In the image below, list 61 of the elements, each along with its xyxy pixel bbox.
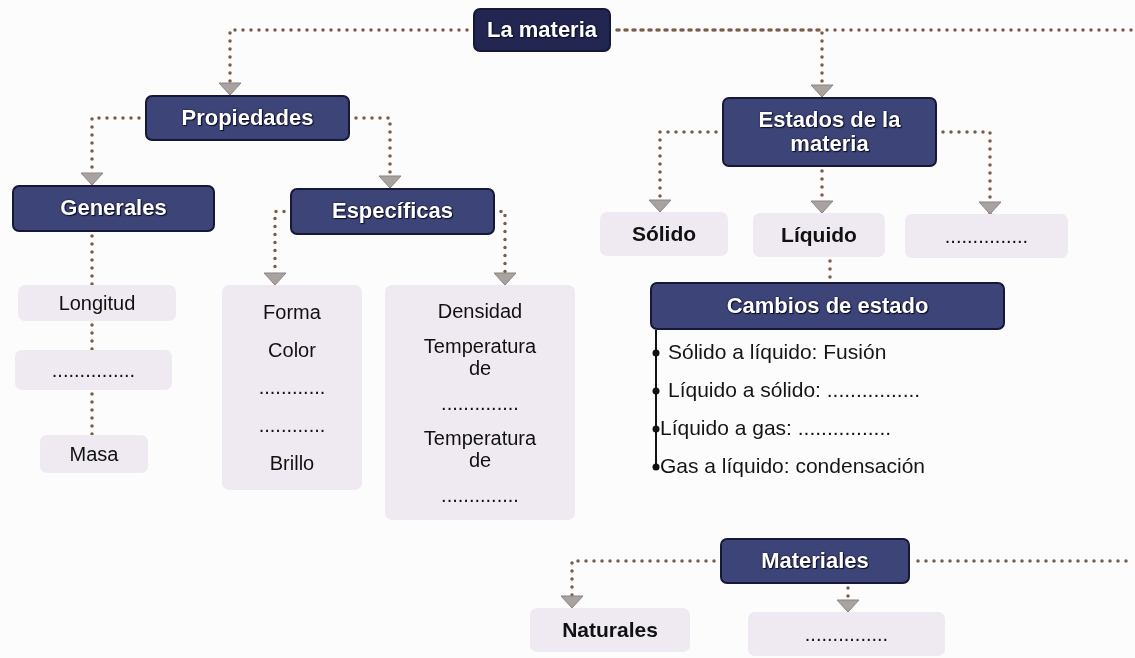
concept-box xyxy=(15,350,172,390)
node-text: Color xyxy=(268,338,316,361)
node-text: ............... xyxy=(804,623,889,645)
concept-box xyxy=(905,214,1068,258)
dotted-arrow xyxy=(941,130,1002,216)
node-text: Masa xyxy=(69,443,119,465)
node-text: ............... xyxy=(944,225,1029,247)
list-item: Gas a líquido: condensación xyxy=(660,454,925,478)
node-text: Forma xyxy=(263,300,321,323)
dotted-arrow xyxy=(836,586,860,614)
list-item: Líquido a sólido: ................ xyxy=(668,378,921,402)
concept-box xyxy=(530,608,690,652)
concept-box xyxy=(290,188,495,235)
list-item: Sólido a líquido: Fusión xyxy=(668,340,887,364)
node-text: La materia xyxy=(486,17,598,43)
concept-box xyxy=(385,285,575,520)
dotted-connector xyxy=(90,392,94,437)
node-text: Cambios de estado xyxy=(726,293,929,319)
node-text: ............... xyxy=(51,359,136,381)
concept-box xyxy=(40,435,148,473)
dotted-arrow xyxy=(80,116,141,187)
list-item: Líquido a gas: ................ xyxy=(660,416,892,440)
concept-box xyxy=(222,285,362,490)
dotted-arrow xyxy=(354,116,402,190)
dotted-arrow xyxy=(560,559,716,610)
node-text: Brillo xyxy=(269,452,315,475)
concept-box xyxy=(748,612,945,656)
concept-box xyxy=(145,95,350,141)
dotted-connector xyxy=(90,234,94,287)
concept-box xyxy=(600,212,728,256)
node-text: Específicas xyxy=(331,199,454,224)
dotted-arrow xyxy=(615,28,834,99)
node-text: ............ xyxy=(258,376,326,399)
concept-box xyxy=(720,538,910,584)
dotted-connector xyxy=(617,28,1134,32)
node-text: Densidad xyxy=(437,299,523,322)
dotted-arrow xyxy=(493,209,517,287)
node-text: Propiedades xyxy=(181,105,314,131)
node-text: Longitud xyxy=(58,292,136,314)
concept-box xyxy=(753,213,885,257)
concept-box xyxy=(12,185,215,232)
node-text: Temperatura de xyxy=(422,334,538,379)
node-text: ............ xyxy=(258,414,326,437)
node-text: Materiales xyxy=(761,548,869,574)
concept-box xyxy=(722,97,937,167)
node-text: Estados de la materia xyxy=(757,107,902,157)
node-text: Naturales xyxy=(562,618,658,642)
dotted-connector xyxy=(90,323,94,352)
dotted-arrow xyxy=(648,130,718,214)
dotted-arrow xyxy=(263,209,287,287)
dotted-arrow xyxy=(218,28,469,97)
node-text: Sólido xyxy=(631,222,697,246)
concept-box xyxy=(473,8,611,52)
concept-box xyxy=(18,285,176,321)
node-text: Líquido xyxy=(781,223,857,247)
node-text: Temperatura de xyxy=(422,426,538,471)
node-text: .............. xyxy=(441,391,519,414)
node-text: Generales xyxy=(60,196,167,221)
concept-box xyxy=(650,282,1005,330)
node-text: .............. xyxy=(441,483,519,506)
dotted-arrow xyxy=(810,169,834,215)
